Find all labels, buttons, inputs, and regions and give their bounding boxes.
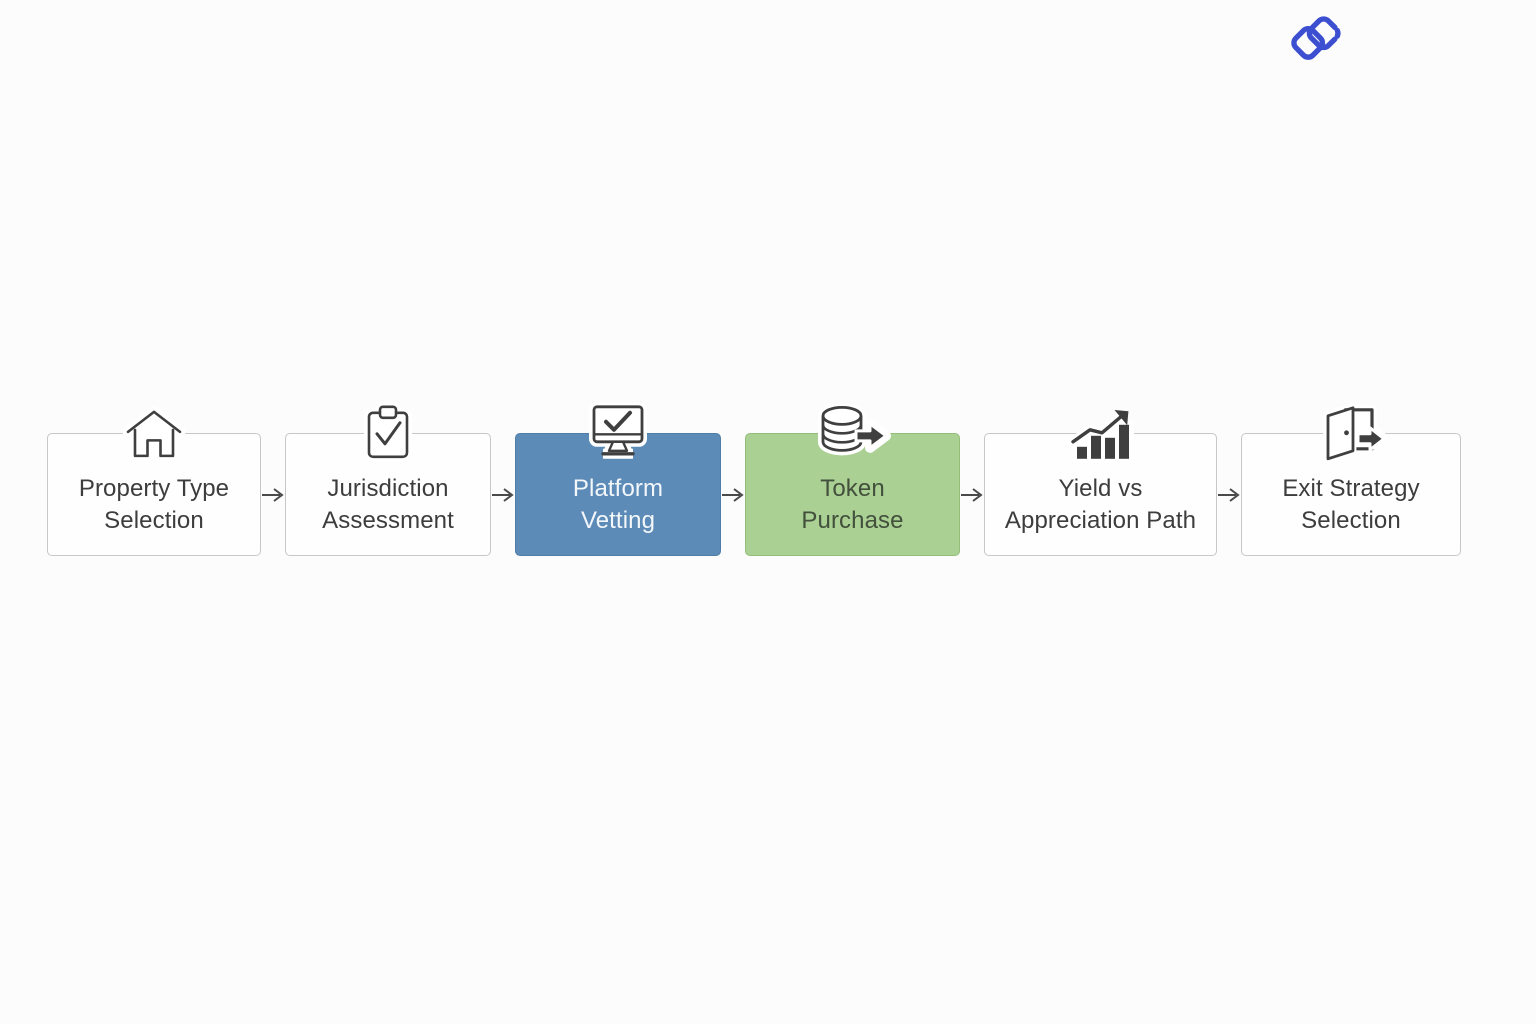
flow-arrow	[1217, 433, 1241, 556]
arrow-right-icon	[262, 487, 284, 502]
flow-step-jurisdiction-assessment: Jurisdiction Assessment	[285, 402, 491, 556]
step-label: Yield vs Appreciation Path	[1004, 474, 1197, 534]
arrow-right-icon	[1218, 487, 1240, 502]
flow-step-property-type-selection: Property Type Selection	[47, 406, 261, 556]
exit-door-icon	[1314, 402, 1388, 463]
step-label: Exit Strategy Selection	[1282, 474, 1420, 534]
database-arrow-icon	[814, 403, 892, 462]
interlocking-links-logo-icon	[1291, 16, 1341, 60]
arrow-right-icon	[492, 487, 514, 502]
house-icon	[121, 405, 187, 461]
growth-chart-icon	[1066, 403, 1136, 463]
step-label: Property Type Selection	[78, 474, 230, 534]
monitor-check-icon	[585, 402, 651, 463]
flow-arrow	[491, 433, 515, 556]
step-label: Token Purchase	[801, 474, 904, 534]
flow-arrow	[261, 433, 285, 556]
flow-step-platform-vetting: Platform Vetting	[515, 402, 721, 556]
clipboard-check-icon	[361, 402, 415, 463]
flow-arrow	[960, 433, 984, 556]
flow-step-exit-strategy-selection: Exit Strategy Selection	[1241, 402, 1461, 556]
flow-diagram: Property Type Selection	[47, 402, 1461, 556]
step-label: Platform Vetting	[572, 474, 664, 534]
step-label: Jurisdiction Assessment	[322, 474, 454, 534]
arrow-right-icon	[722, 487, 744, 502]
flow-step-yield-vs-appreciation-path: Yield vs Appreciation Path	[984, 410, 1217, 556]
arrow-right-icon	[961, 487, 983, 502]
flow-arrow	[721, 433, 745, 556]
flow-step-token-purchase: Token Purchase	[745, 403, 960, 556]
